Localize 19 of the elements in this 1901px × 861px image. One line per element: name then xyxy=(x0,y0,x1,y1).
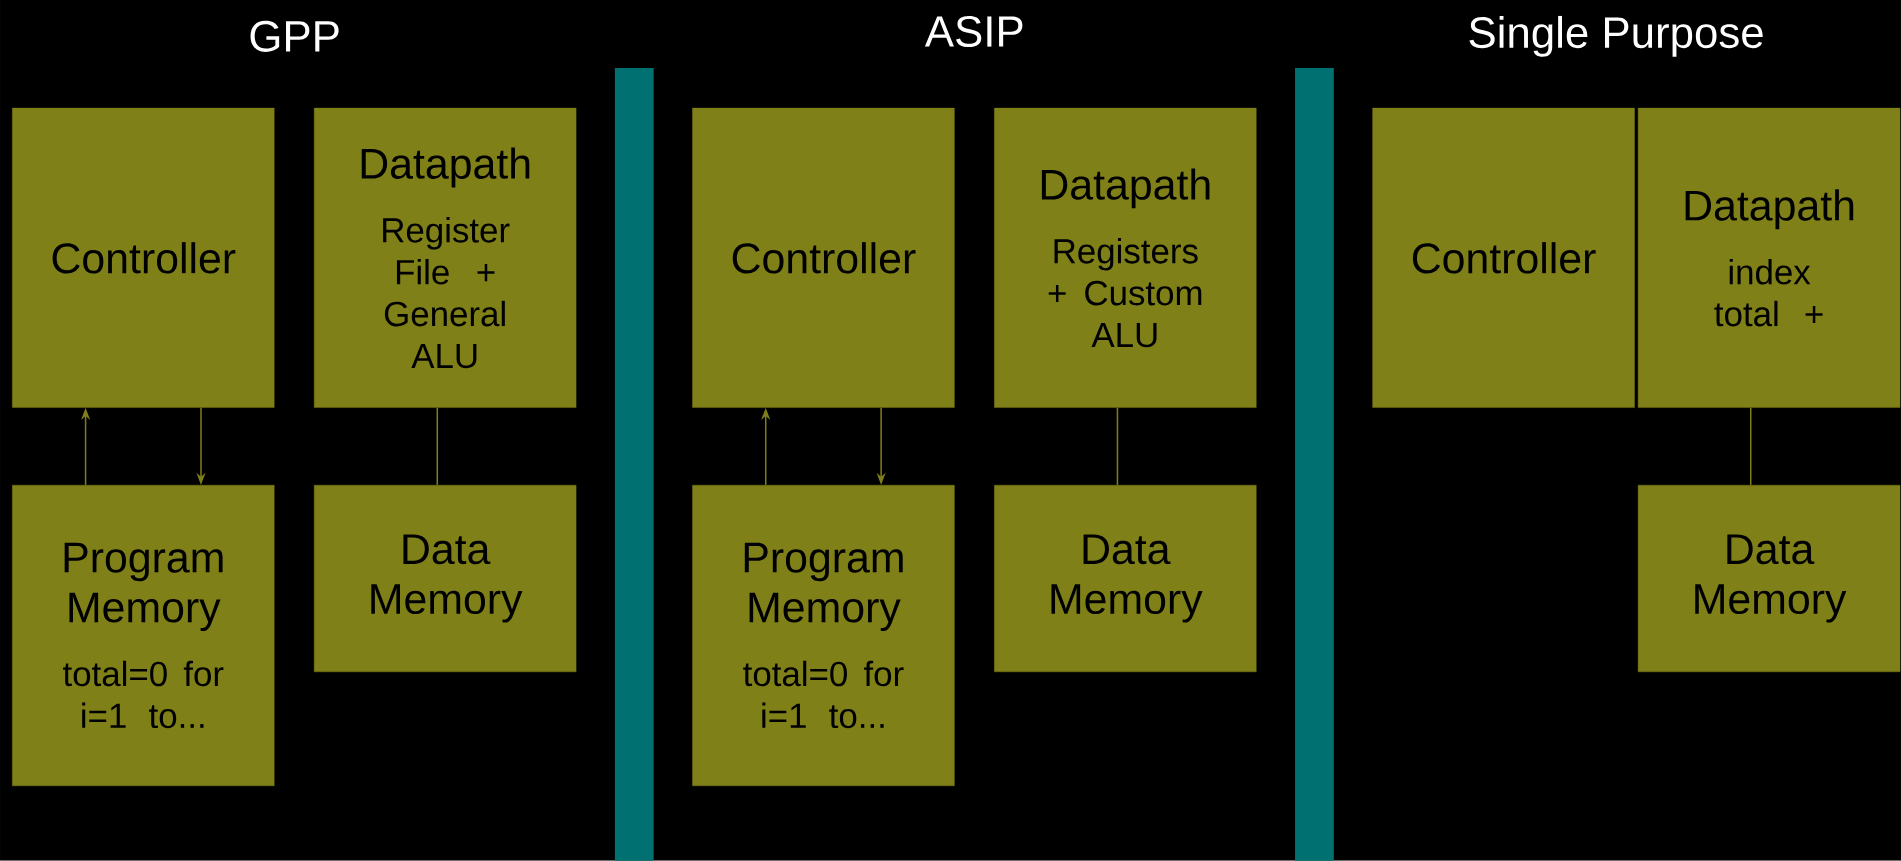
block-box: Datapath Register File + General ALU xyxy=(314,108,577,408)
divider-bar xyxy=(1295,68,1334,861)
block-box: Controller xyxy=(1372,108,1635,408)
connector-line xyxy=(1749,407,1752,486)
block-box: Data Memory xyxy=(314,485,577,673)
block-box: Controller xyxy=(12,108,275,408)
connector-line xyxy=(1116,407,1119,486)
connector-line xyxy=(436,407,439,486)
block-box: Program Memory total=0 for i=1 to... xyxy=(12,485,275,787)
section-title: Single Purpose xyxy=(1469,16,1763,57)
section-title: ASIP xyxy=(924,16,1023,48)
block-box: Program Memory total=0 for i=1 to... xyxy=(692,485,955,787)
block-box: Controller xyxy=(692,108,955,408)
block-box: Datapath Registers + Custom ALU xyxy=(994,108,1257,408)
block-box: Datapath index total + xyxy=(1637,108,1901,408)
divider-bar xyxy=(614,68,654,861)
block-box: Data Memory xyxy=(994,485,1257,673)
section-title: GPP xyxy=(250,20,339,52)
block-box: Data Memory xyxy=(1637,485,1901,673)
